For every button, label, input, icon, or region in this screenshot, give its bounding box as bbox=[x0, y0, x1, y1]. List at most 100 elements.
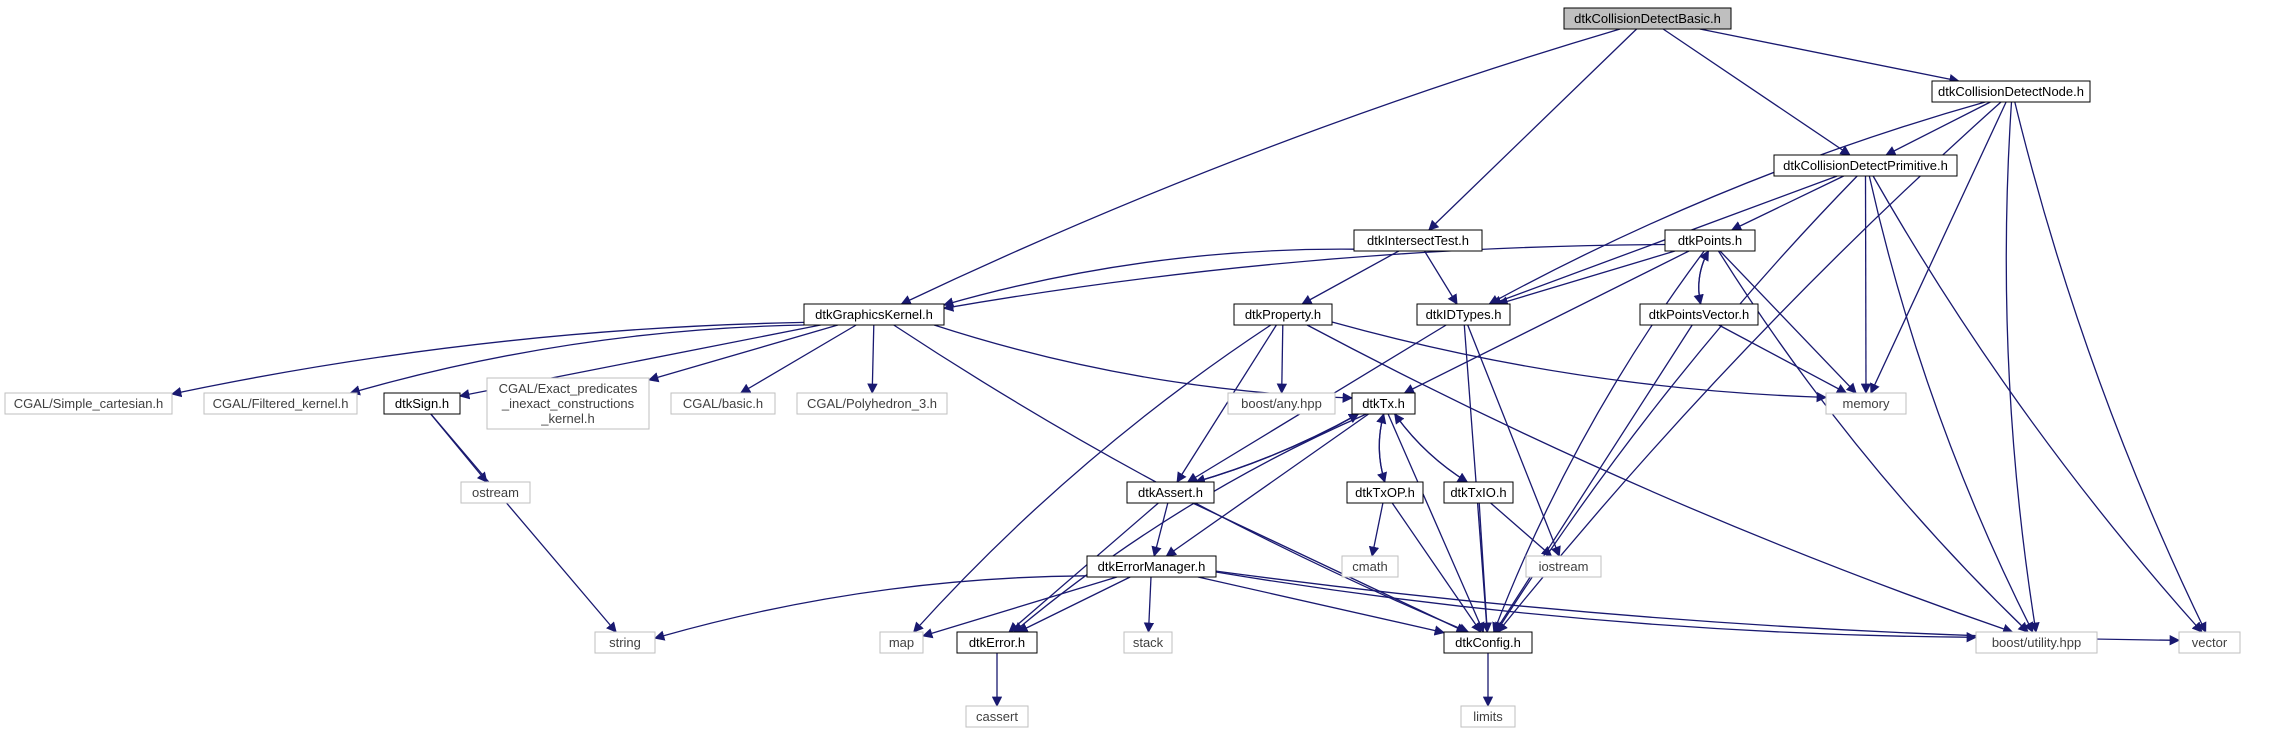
node-dtkCollisionDetectPrimitive[interactable]: dtkCollisionDetectPrimitive.h bbox=[1773, 154, 1958, 177]
node-label: dtkErrorManager.h bbox=[1098, 559, 1206, 574]
edge-dtkPoints-to-dtkGraphicsKernel bbox=[942, 243, 1666, 312]
node-label: boost/utility.hpp bbox=[1992, 635, 2081, 650]
node-label: dtkIDTypes.h bbox=[1426, 307, 1502, 322]
node-box bbox=[1126, 481, 1215, 504]
header-nodes: dtkCollisionDetectBasic.h dtkCollisionDet… bbox=[4, 7, 2241, 728]
node-dtkPointsVector[interactable]: dtkPointsVector.h bbox=[1639, 303, 1759, 326]
node-dtkConfig[interactable]: dtkConfig.h bbox=[1443, 631, 1533, 654]
node-label: cassert bbox=[976, 709, 1018, 724]
node-dtkProperty[interactable]: dtkProperty.h bbox=[1233, 303, 1333, 326]
node-box bbox=[1353, 229, 1483, 252]
edge-dtkCollisionDetectBasic-to-dtkCollisionDetectNode bbox=[1699, 28, 1960, 85]
edge-dtkCollisionDetectPrimitive-to-memory bbox=[1860, 175, 1872, 395]
node-box bbox=[460, 481, 531, 504]
node-label: dtkPointsVector.h bbox=[1649, 307, 1749, 322]
node-box bbox=[594, 631, 656, 654]
edge-dtkGraphicsKernel-to-cgal_filtered_kernel bbox=[349, 324, 805, 396]
node-box bbox=[1664, 229, 1756, 252]
node-label: boost/any.hpp bbox=[1241, 396, 1322, 411]
node-box bbox=[1460, 705, 1516, 728]
node-stack: stack bbox=[1123, 631, 1173, 654]
edge-dtkTxIO-to-dtkTx bbox=[1394, 413, 1468, 483]
node-label: CGAL/basic.h bbox=[683, 396, 763, 411]
node-cgal_simple_cartesian: CGAL/Simple_cartesian.h bbox=[4, 392, 173, 415]
node-dtkIntersectTest[interactable]: dtkIntersectTest.h bbox=[1353, 229, 1483, 252]
dependency-edges bbox=[170, 28, 2207, 708]
node-label: _inexact_constructions bbox=[501, 396, 635, 411]
edge-dtkErrorManager-to-map bbox=[922, 576, 1118, 639]
node-dtkSign[interactable]: dtkSign.h bbox=[383, 392, 461, 415]
edge-dtkTx-to-dtkConfig bbox=[1387, 413, 1485, 633]
node-dtkAssert[interactable]: dtkAssert.h bbox=[1126, 481, 1215, 504]
node-label: dtkTxOP.h bbox=[1355, 485, 1415, 500]
node-box bbox=[1931, 80, 2091, 103]
node-label: _kernel.h bbox=[540, 411, 594, 426]
node-label: memory bbox=[1843, 396, 1890, 411]
edge-dtkPoints-to-memory bbox=[1719, 250, 1857, 394]
node-dtkTxIO[interactable]: dtkTxIO.h bbox=[1443, 481, 1514, 504]
edge-dtkPoints-to-dtkConfig bbox=[1492, 250, 1705, 633]
edge-dtkTxOP-to-dtkTx bbox=[1376, 412, 1387, 483]
node-box bbox=[383, 392, 461, 415]
node-box bbox=[2178, 631, 2241, 654]
edge-dtkProperty-to-map bbox=[913, 324, 1272, 633]
node-box bbox=[1346, 481, 1424, 504]
node-label: dtkTx.h bbox=[1362, 396, 1405, 411]
node-dtkPoints[interactable]: dtkPoints.h bbox=[1664, 229, 1756, 252]
edge-dtkErrorManager-to-stack bbox=[1143, 576, 1155, 634]
node-cgal_exact: CGAL/Exact_predicates_inexact_constructi… bbox=[486, 377, 650, 430]
node-label: cmath bbox=[1352, 559, 1387, 574]
node-label: dtkConfig.h bbox=[1455, 635, 1521, 650]
edge-dtkTx-to-dtkErrorManager bbox=[1165, 413, 1369, 557]
node-label: string bbox=[609, 635, 641, 650]
edge-dtkCollisionDetectPrimitive-to-dtkPoints bbox=[1730, 175, 1844, 231]
node-dtkError[interactable]: dtkError.h bbox=[956, 631, 1038, 654]
node-dtkCollisionDetectNode[interactable]: dtkCollisionDetectNode.h bbox=[1931, 80, 2091, 103]
node-cgal_polyhedron: CGAL/Polyhedron_3.h bbox=[796, 392, 948, 415]
node-ostream: ostream bbox=[460, 481, 531, 504]
node-cmath: cmath bbox=[1341, 555, 1399, 578]
node-label: CGAL/Filtered_kernel.h bbox=[213, 396, 349, 411]
edge-dtkGraphicsKernel-to-dtkTx bbox=[933, 324, 1354, 403]
node-label: dtkSign.h bbox=[395, 396, 449, 411]
node-label: CGAL/Polyhedron_3.h bbox=[807, 396, 937, 411]
node-box bbox=[1233, 303, 1333, 326]
edge-dtkIntersectTest-to-dtkGraphicsKernel bbox=[943, 248, 1355, 308]
node-label: dtkAssert.h bbox=[1138, 485, 1203, 500]
node-box bbox=[1563, 7, 1732, 30]
node-box bbox=[965, 705, 1029, 728]
node-label: stack bbox=[1133, 635, 1164, 650]
edge-dtkGraphicsKernel-to-cgal_exact bbox=[648, 324, 839, 383]
edge-dtkGraphicsKernel-to-dtkConfig bbox=[893, 324, 1470, 634]
edge-dtkPointsVector-to-dtkPoints bbox=[1698, 250, 1709, 305]
edge-dtkIDTypes-to-iostream bbox=[1467, 324, 1561, 557]
node-label: ostream bbox=[472, 485, 519, 500]
node-map: map bbox=[879, 631, 924, 654]
node-box bbox=[1975, 631, 2098, 654]
node-dtkTxOP[interactable]: dtkTxOP.h bbox=[1346, 481, 1424, 504]
node-label: CGAL/Simple_cartesian.h bbox=[14, 396, 164, 411]
node-box bbox=[1443, 631, 1533, 654]
node-dtkCollisionDetectBasic[interactable]: dtkCollisionDetectBasic.h bbox=[1563, 7, 1732, 30]
node-label: vector bbox=[2192, 635, 2228, 650]
node-iostream: iostream bbox=[1525, 555, 1602, 578]
edge-dtkErrorManager-to-string bbox=[654, 575, 1088, 641]
node-dtkGraphicsKernel[interactable]: dtkGraphicsKernel.h bbox=[803, 303, 945, 326]
edge-dtkAssert-to-dtkError bbox=[1008, 502, 1159, 633]
node-box bbox=[1351, 392, 1416, 415]
node-dtkTx[interactable]: dtkTx.h bbox=[1351, 392, 1416, 415]
node-memory: memory bbox=[1825, 392, 1907, 415]
node-label: iostream bbox=[1539, 559, 1589, 574]
node-string: string bbox=[594, 631, 656, 654]
node-label: dtkGraphicsKernel.h bbox=[815, 307, 933, 322]
node-dtkErrorManager[interactable]: dtkErrorManager.h bbox=[1086, 555, 1217, 578]
node-label: dtkCollisionDetectNode.h bbox=[1938, 84, 2084, 99]
node-box bbox=[203, 392, 358, 415]
edge-dtkCollisionDetectNode-to-dtkIDTypes bbox=[1488, 101, 1986, 305]
node-box bbox=[1825, 392, 1907, 415]
node-vector: vector bbox=[2178, 631, 2241, 654]
edge-dtkPoints-to-dtkTx bbox=[1403, 250, 1690, 394]
edge-dtkCollisionDetectNode-to-vector bbox=[2014, 101, 2207, 633]
node-dtkIDTypes[interactable]: dtkIDTypes.h bbox=[1416, 303, 1511, 326]
